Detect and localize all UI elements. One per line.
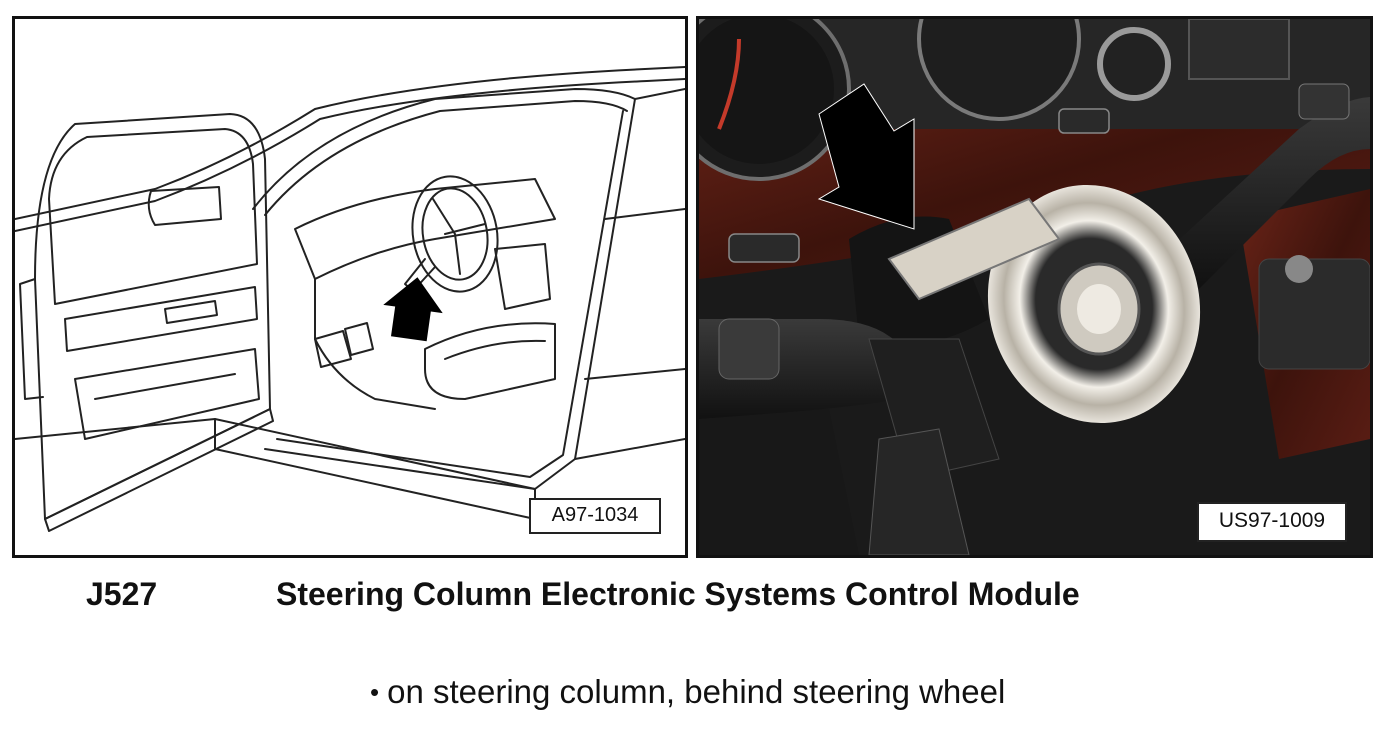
component-caption: J527 Steering Column Electronic Systems … (0, 572, 1388, 616)
pointer-arrow-icon (817, 83, 915, 230)
pointer-arrow-icon (383, 277, 443, 342)
component-code: J527 (86, 576, 158, 612)
bullet-icon: • (370, 677, 380, 707)
figure-id-label: US97-1009 (1197, 502, 1347, 542)
location-text: on steering column, behind steering whee… (387, 673, 1006, 710)
location-note: •on steering column, behind steering whe… (370, 670, 1005, 714)
car-door-illustration (15, 66, 685, 532)
steering-column-photo (699, 19, 1370, 555)
component-name: Steering Column Electronic Systems Contr… (276, 576, 1080, 612)
line-drawing-figure: A97-1034 (12, 16, 688, 558)
photo-figure: US97-1009 (696, 16, 1373, 558)
figure-id-label: A97-1034 (529, 498, 661, 534)
